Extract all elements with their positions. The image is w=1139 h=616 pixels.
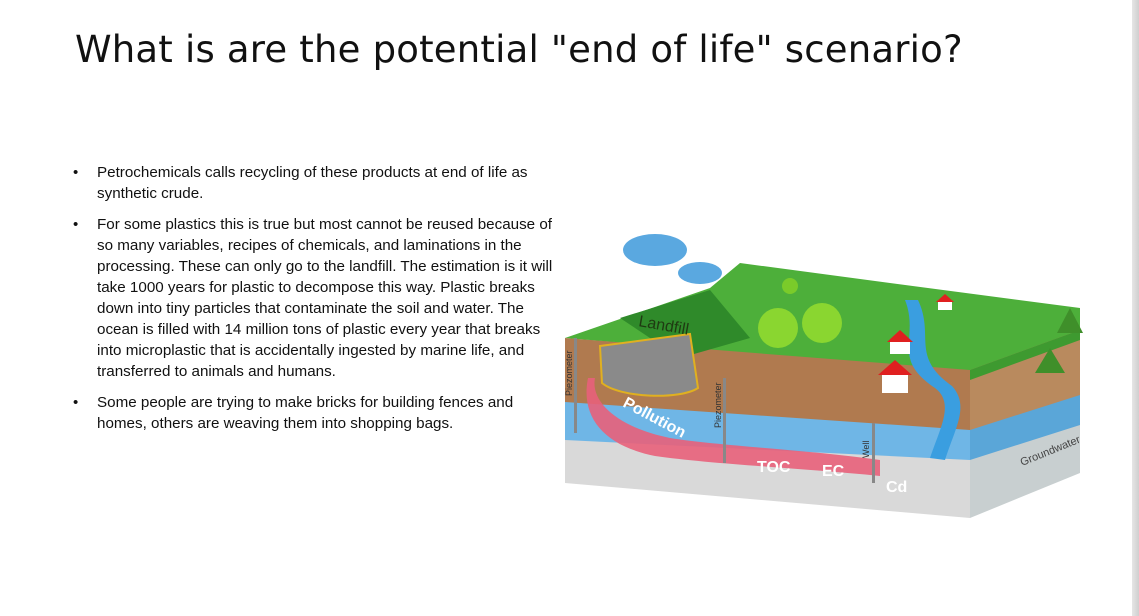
pine-tree-icon bbox=[1035, 348, 1065, 373]
bullet-text: Petrochemicals calls recycling of these … bbox=[97, 164, 528, 202]
ec-label: EC bbox=[822, 463, 845, 480]
house-roof bbox=[936, 294, 954, 302]
piezometer-right-label: Piezometer bbox=[713, 382, 723, 428]
pollution-plume bbox=[586, 378, 880, 476]
hill bbox=[620, 290, 750, 358]
piezometer-left bbox=[574, 338, 577, 433]
slide-title: What is are the potential "end of life" … bbox=[75, 28, 963, 71]
bullet-dot: • bbox=[73, 164, 79, 181]
bullet-dot: • bbox=[73, 394, 79, 411]
house-icon bbox=[938, 300, 952, 310]
bedrock-front bbox=[565, 438, 970, 518]
bullet-item: • Petrochemicals calls recycling of thes… bbox=[72, 162, 562, 204]
house-icon bbox=[890, 340, 910, 354]
bullet-text: For some plastics this is true but most … bbox=[97, 216, 553, 380]
piezometer-left-label: Piezometer bbox=[564, 350, 574, 396]
grass-side bbox=[970, 330, 1080, 380]
tree-icon bbox=[758, 308, 798, 348]
cloud-icon bbox=[623, 234, 687, 266]
well-label: Well bbox=[861, 441, 871, 458]
house-roof bbox=[887, 330, 913, 342]
tree-icon bbox=[802, 303, 842, 343]
window-edge bbox=[1132, 0, 1139, 616]
bedrock-side bbox=[970, 423, 1080, 518]
house-icon bbox=[882, 373, 908, 393]
piezometer-right bbox=[723, 378, 726, 463]
toc-label: TOC bbox=[757, 459, 791, 476]
tree-icon bbox=[782, 278, 798, 294]
bullet-dot: • bbox=[73, 216, 79, 233]
landfill-pollution-illustration: Landfill Pollution Piezometer Piezometer… bbox=[564, 234, 1083, 518]
bullet-item: • For some plastics this is true but mos… bbox=[72, 214, 562, 382]
well bbox=[872, 423, 875, 483]
cd-label: Cd bbox=[886, 479, 907, 496]
bullet-list: • Petrochemicals calls recycling of thes… bbox=[72, 162, 562, 444]
cloud-icon bbox=[678, 262, 722, 284]
bullet-item: • Some people are trying to make bricks … bbox=[72, 392, 562, 434]
bullet-text: Some people are trying to make bricks fo… bbox=[97, 394, 514, 432]
pine-tree-icon bbox=[1057, 308, 1083, 333]
groundwater-side bbox=[970, 393, 1080, 460]
house-roof bbox=[878, 360, 912, 375]
landfill-pit bbox=[598, 332, 700, 397]
river bbox=[905, 300, 961, 460]
